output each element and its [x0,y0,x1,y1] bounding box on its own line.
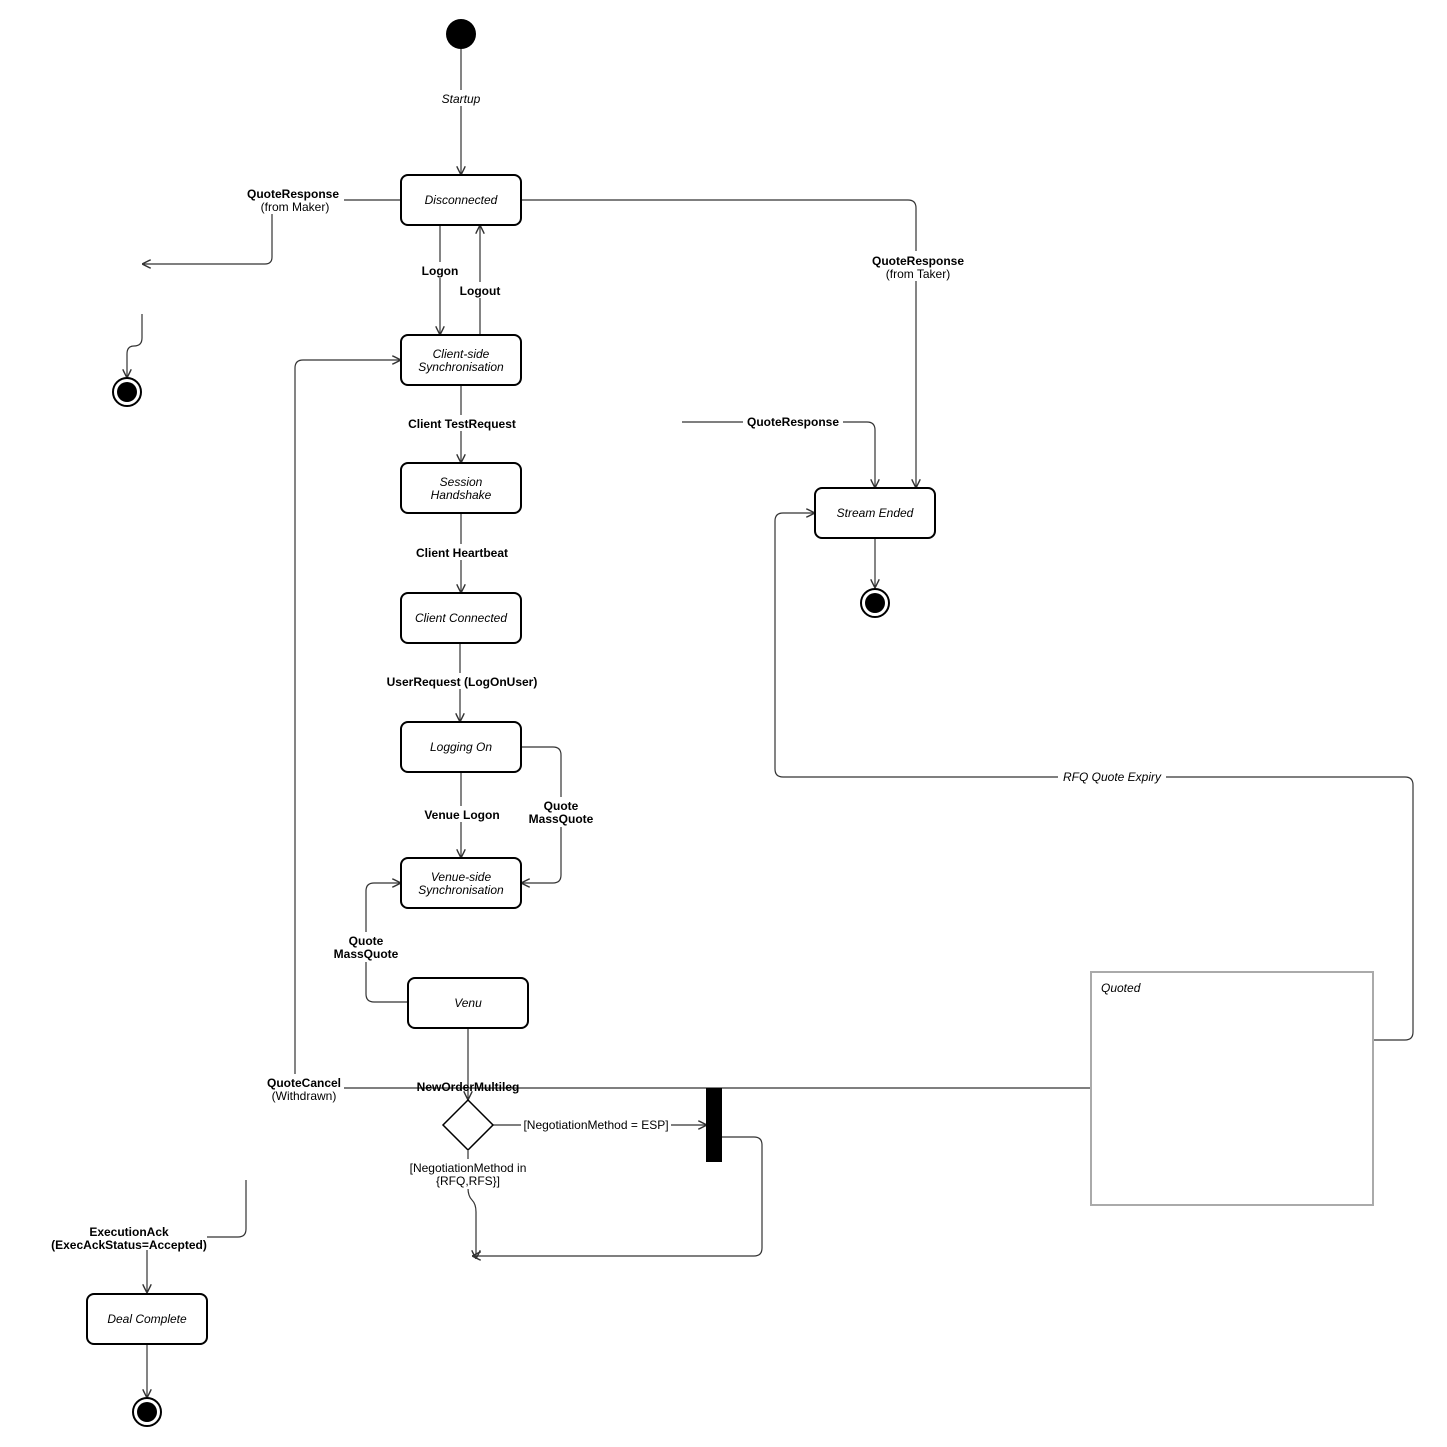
label-guard-rfq-2: {RFQ,RFS}] [436,1174,500,1188]
decision-node [441,1098,495,1152]
svg-text:Deal Complete: Deal Complete [107,1312,187,1326]
svg-text:Stream Ended: Stream Ended [837,506,914,520]
label-quote-1: Quote [544,799,579,813]
edge-execution-ack [207,1180,247,1238]
edge-quote-cancel [294,360,1091,1089]
label-from-maker: (from Maker) [261,200,330,214]
label-guard-rfq-1: [NegotiationMethod in [410,1161,527,1175]
quoted-state [1090,971,1374,1206]
svg-text:Venue-side: Venue-side [431,870,492,884]
fork-bar [706,1088,722,1162]
state-logging-on: Logging On [400,721,522,773]
edge-quote-response-maker [143,199,400,264]
svg-text:Session: Session [440,475,483,489]
label-quote-response-taker: QuoteResponse [872,254,964,268]
state-client-connected: Client Connected [400,592,522,644]
svg-text:Client-side: Client-side [433,347,490,361]
label-venue-logon: Venue Logon [424,808,499,822]
label-exec-ack-status: (ExecAckStatus=Accepted) [51,1238,207,1252]
edge-guard-rfq [467,1151,476,1258]
label-new-order-multileg: NewOrderMultileg [417,1080,520,1094]
final-state-left [112,377,142,407]
state-client-side-synchronisation: Client-side Synchronisation [400,334,522,386]
label-withdrawn: (Withdrawn) [272,1089,337,1103]
edge-orphan-final-left [127,314,143,377]
state-venue-side-synchronisation: Venue-side Synchronisation [400,857,522,909]
edge-fork-out [473,1136,763,1256]
svg-text:Logging On: Logging On [430,740,492,754]
state-stream-ended: Stream Ended [814,487,936,539]
edge-quote-response [682,421,875,487]
svg-text:Client Connected: Client Connected [415,611,507,625]
state-session-handshake: Session Handshake [400,462,522,514]
svg-text:Handshake: Handshake [431,488,492,502]
label-quote-response: QuoteResponse [747,415,839,429]
label-quote-2: Quote [349,934,384,948]
state-deal-complete: Deal Complete [86,1293,208,1345]
svg-text:Synchronisation: Synchronisation [418,883,504,897]
svg-text:Disconnected: Disconnected [425,193,498,207]
final-state-stream [860,588,890,618]
initial-state [446,19,476,49]
svg-text:Venu: Venu [454,996,482,1010]
label-execution-ack: ExecutionAck [89,1225,169,1239]
state-venu: Venu [407,977,529,1029]
label-client-test-request: Client TestRequest [408,417,516,431]
label-logon: Logon [422,264,459,278]
svg-text:Synchronisation: Synchronisation [418,360,504,374]
label-quote-cancel: QuoteCancel [267,1076,341,1090]
label-client-heartbeat: Client Heartbeat [416,546,508,560]
label-quote-response-maker: QuoteResponse [247,187,339,201]
final-state-deal [132,1397,162,1427]
label-rfq-quote-expiry: RFQ Quote Expiry [1063,770,1162,784]
quoted-state-label: Quoted [1101,981,1141,995]
label-massquote-1: MassQuote [529,812,594,826]
label-user-request: UserRequest (LogOnUser) [387,675,538,689]
label-logout: Logout [460,284,501,298]
label-from-taker: (from Taker) [886,267,950,281]
label-massquote-2: MassQuote [334,947,399,961]
edge-quote-response-taker [521,199,916,487]
label-guard-esp: [NegotiationMethod = ESP] [523,1118,668,1132]
state-disconnected: Disconnected [400,174,522,226]
label-startup: Startup [442,92,481,106]
